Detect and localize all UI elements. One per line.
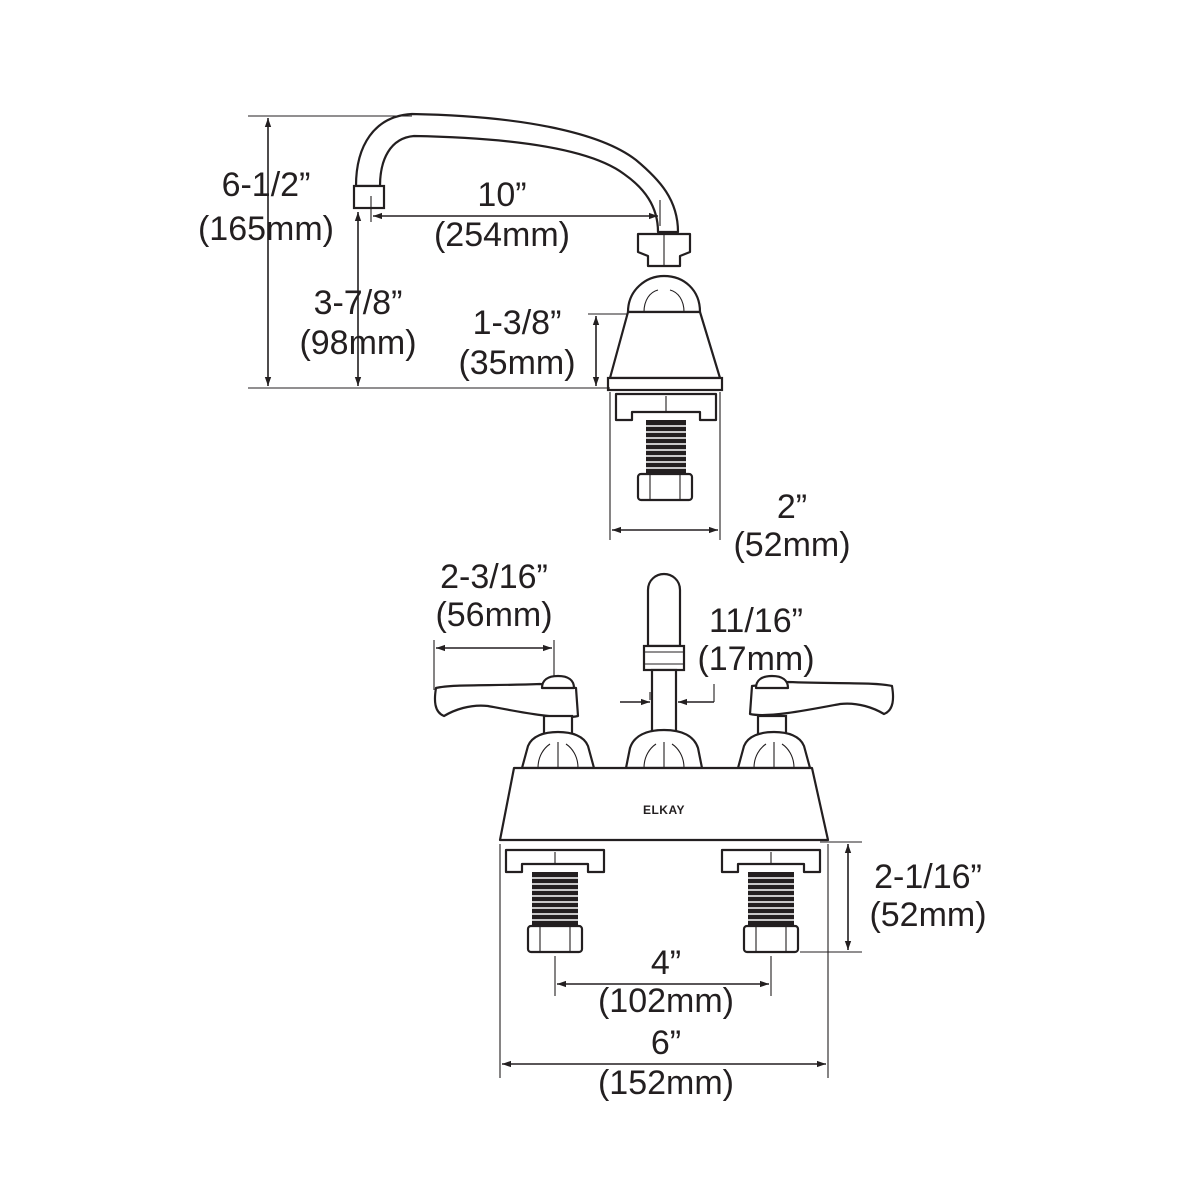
spout-reach-imperial: 10” [477,176,526,214]
right-handle-cap [754,674,790,690]
brand-logo: ELKAY [643,803,685,817]
left-threaded-shank [532,872,578,926]
front-spout-collar [642,644,686,672]
right-lever-handle [748,680,895,717]
shank-length-metric: (52mm) [869,896,986,934]
left-coupling-nut [526,924,584,954]
overall-height-metric: (165mm) [198,210,334,248]
spout-diameter-imperial: 11/16” [709,602,803,640]
outlet-height-imperial: 3-7/8” [314,284,403,322]
base-height-imperial: 1-3/8” [473,304,562,342]
spout-diameter-metric: (17mm) [697,640,814,678]
spout-tube [354,112,680,234]
overall-height-imperial: 6-1/2” [222,166,311,204]
right-threaded-shank [748,872,794,926]
side-view: 6-1/2” (165mm) 10” (254mm) 3-7/8” (98mm)… [198,112,851,564]
spout-reach-metric: (254mm) [434,216,570,254]
front-spout-riser [646,572,682,648]
side-base-plate [606,376,724,392]
center-spacing-imperial: 4” [651,944,681,982]
left-lever-handle [433,682,580,719]
front-spout-neck [650,668,678,736]
side-threaded-shank [646,420,686,474]
outlet-height-metric: (98mm) [299,324,416,362]
right-coupling-nut [742,924,800,954]
handle-length-imperial: 2-3/16” [440,558,548,596]
shank-length-imperial: 2-1/16” [874,858,982,896]
overall-width-metric: (152mm) [598,1064,734,1102]
overall-width-imperial: 6” [651,1024,681,1062]
center-spacing-metric: (102mm) [598,982,734,1020]
front-view: ELKAY [433,558,987,1102]
handle-length-metric: (56mm) [435,596,552,634]
side-escutcheon-knob [626,274,702,314]
aerator [352,184,386,210]
base-depth-metric: (52mm) [733,526,850,564]
side-base-body [608,310,722,380]
side-coupling-nut [636,472,694,502]
base-height-metric: (35mm) [458,344,575,382]
base-depth-imperial: 2” [777,488,807,526]
left-handle-cap [540,674,576,690]
front-deck-body [498,766,830,842]
